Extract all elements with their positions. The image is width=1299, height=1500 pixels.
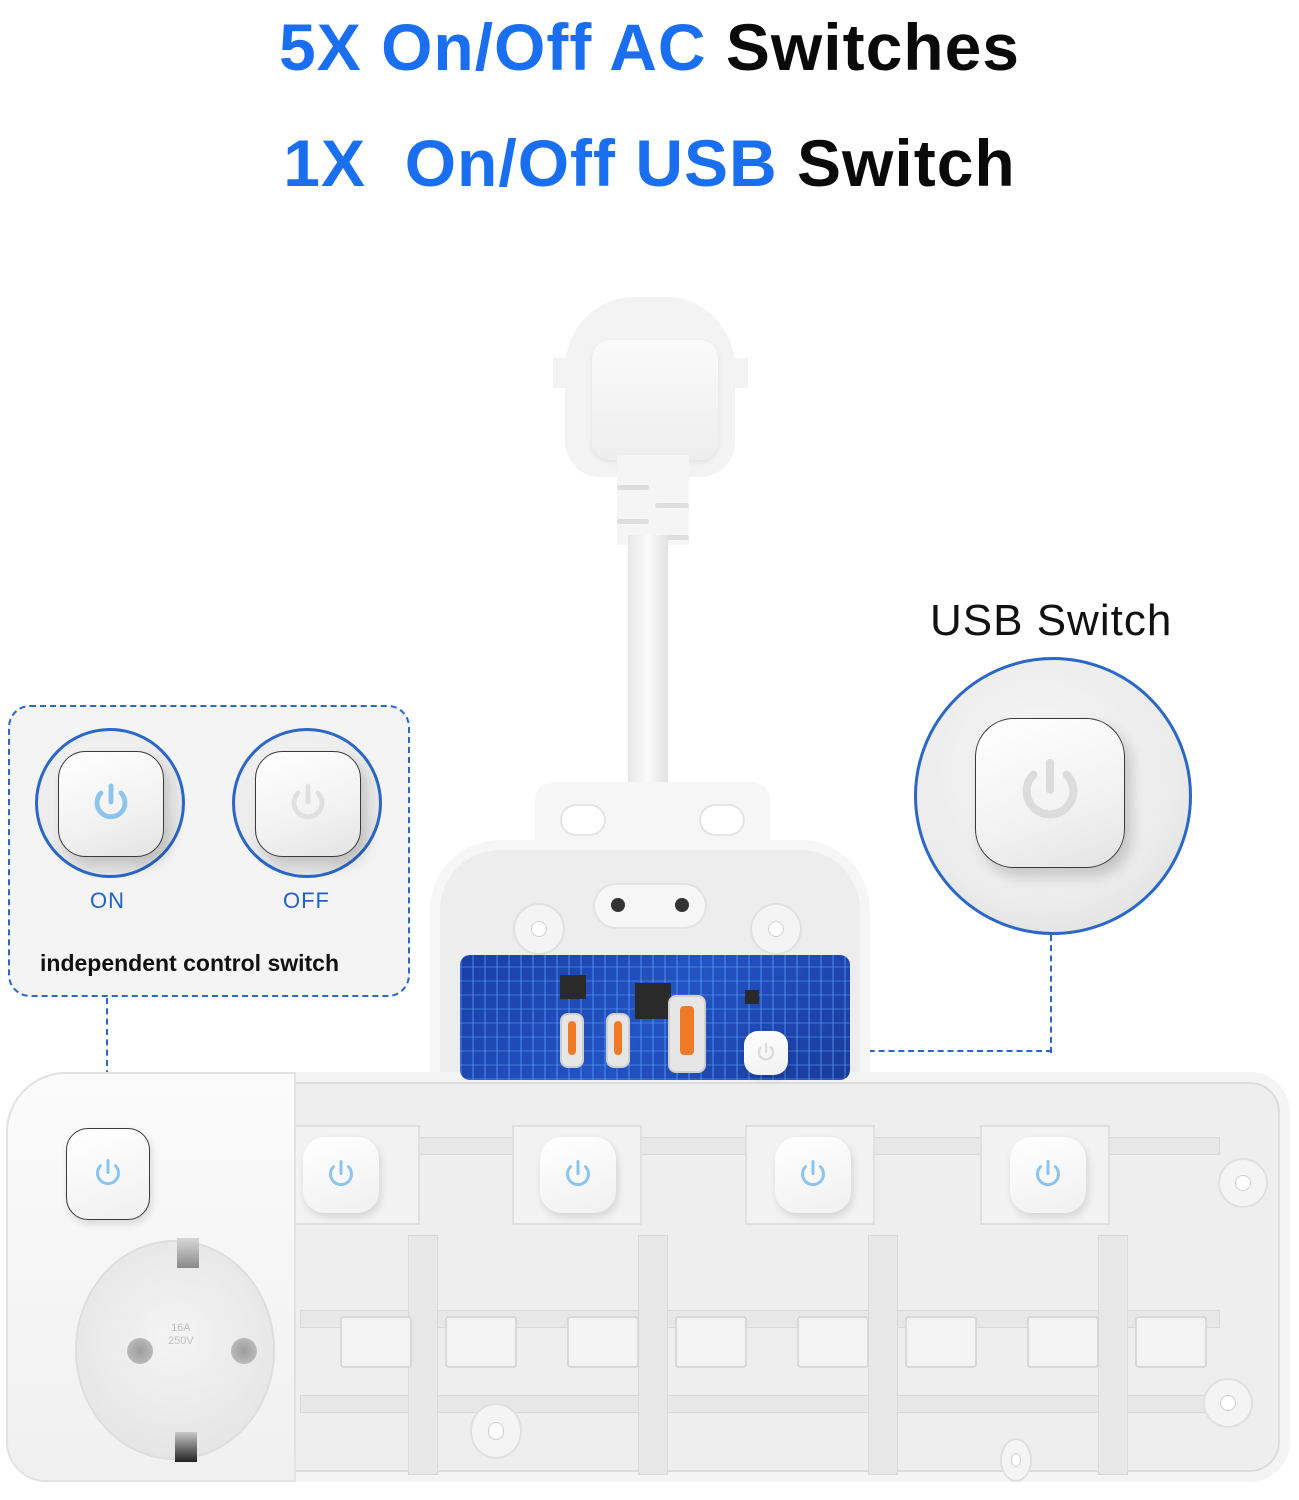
power-icon (1022, 759, 1078, 819)
socket-contact (340, 1316, 412, 1368)
socket-contact (905, 1316, 977, 1368)
circuit-board (460, 955, 850, 1080)
socket-contact (445, 1316, 517, 1368)
socket-contact (1027, 1316, 1099, 1368)
independent-connector-line (106, 998, 108, 1128)
chip (635, 983, 671, 1019)
power-icon (94, 783, 128, 820)
plug-side-tab (730, 358, 748, 388)
headline-line-2: 1X On/Off USB Switch (0, 130, 1299, 196)
vertical-busbar (408, 1235, 438, 1475)
screw-post (472, 1405, 520, 1457)
power-icon (329, 1160, 353, 1187)
ground-clip (177, 1238, 199, 1268)
screw-post (515, 905, 563, 953)
plug-face (592, 340, 718, 460)
socket-contact (567, 1316, 639, 1368)
headline-noun: Switch (797, 126, 1016, 200)
usb-switch-zoom-circle (914, 657, 1192, 935)
on-label: ON (90, 888, 125, 913)
usb-connector-line (790, 1050, 1052, 1052)
vertical-busbar (868, 1235, 898, 1475)
screw-post (752, 905, 800, 953)
socket-rating: 16A 250V (168, 1322, 194, 1348)
off-switch-button[interactable] (255, 751, 361, 857)
chip (560, 975, 586, 999)
screw-post (1220, 1160, 1266, 1206)
chip (745, 990, 759, 1004)
internal-rail (300, 1395, 1220, 1413)
mount-hole (560, 804, 606, 836)
power-icon (96, 1159, 120, 1186)
socket-pin-hole (231, 1338, 257, 1364)
cable-strain-relief (617, 455, 689, 545)
usb-a-port[interactable] (668, 995, 706, 1073)
power-icon (757, 1042, 775, 1061)
usb-c-port[interactable] (560, 1013, 584, 1068)
screw-post (1002, 1440, 1030, 1480)
on-state-circle (35, 728, 185, 878)
headline-noun: Switches (725, 10, 1021, 84)
internal-rail (300, 1310, 1220, 1328)
usb-switch-button[interactable] (975, 718, 1125, 868)
headline-line-1: 5X On/Off AC Switches (0, 14, 1299, 80)
ac-switch-3[interactable] (540, 1137, 616, 1213)
power-icon (566, 1160, 590, 1187)
usb-c-port[interactable] (606, 1013, 630, 1068)
usb-switch-label: USB Switch (930, 596, 1173, 645)
power-icon (291, 783, 325, 820)
cable-clamp (595, 885, 705, 927)
rating-voltage: 250V (168, 1335, 194, 1348)
vertical-busbar (1098, 1235, 1128, 1475)
headline-count: 5X (278, 10, 362, 84)
ground-clip (175, 1432, 197, 1462)
headline-feature: On/Off AC (381, 10, 707, 84)
power-icon (1036, 1160, 1060, 1187)
ac-switch-2[interactable] (303, 1137, 379, 1213)
socket-pin-hole (127, 1338, 153, 1364)
off-label: OFF (283, 888, 330, 913)
ac-switch-1[interactable] (66, 1128, 150, 1220)
socket-contact (675, 1316, 747, 1368)
usb-switch-button-on-board[interactable] (744, 1031, 788, 1075)
plug-side-tab (553, 358, 571, 388)
socket-contact (1135, 1316, 1207, 1368)
usb-connector-line (1050, 935, 1052, 1053)
screw-post (1205, 1380, 1251, 1426)
ac-switch-4[interactable] (775, 1137, 851, 1213)
power-icon (801, 1160, 825, 1187)
ac-switch-5[interactable] (1010, 1137, 1086, 1213)
independent-control-caption: independent control switch (40, 950, 340, 976)
headline-count: 1X (283, 126, 367, 200)
off-state-circle (232, 728, 382, 878)
mount-hole (699, 804, 745, 836)
schuko-socket[interactable] (75, 1238, 275, 1462)
socket-contact (797, 1316, 869, 1368)
on-switch-button[interactable] (58, 751, 164, 857)
vertical-busbar (638, 1235, 668, 1475)
headline-feature: On/Off USB (404, 126, 778, 200)
rating-current: 16A (171, 1322, 191, 1334)
